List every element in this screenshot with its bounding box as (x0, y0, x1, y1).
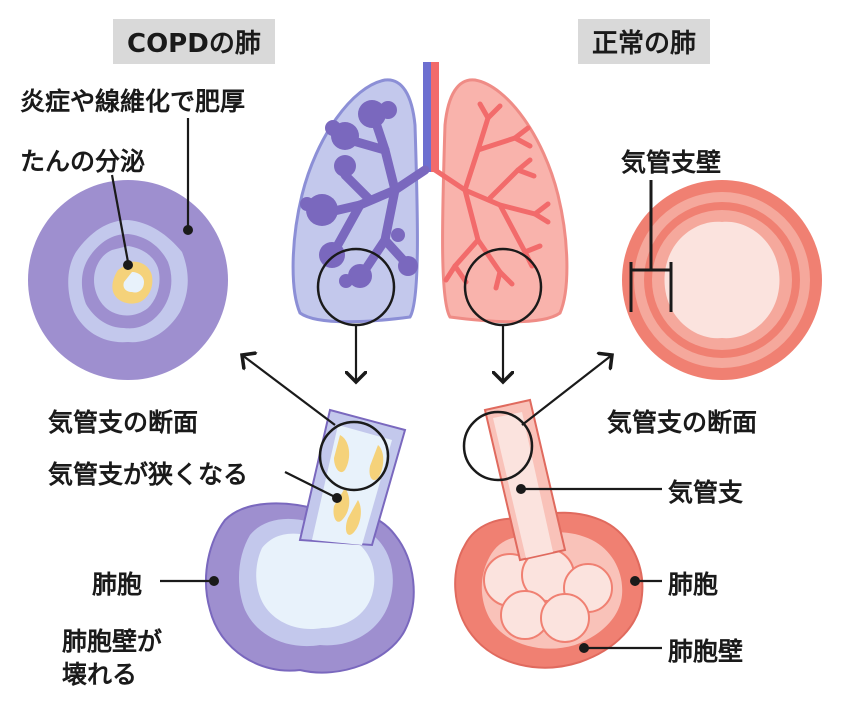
leader-lines (110, 118, 662, 653)
normal-lung (441, 78, 569, 324)
inflammation-label: 炎症や線維化で肥厚 (20, 87, 246, 116)
bronchus-label: 気管支 (668, 478, 744, 507)
normal-bronchus-cross-section (622, 180, 822, 380)
narrowing-label: 気管支が狭くなる (48, 460, 249, 489)
trachea-left-half (423, 62, 431, 172)
copd-bronchial-tree (325, 115, 430, 275)
connector-arrows (242, 325, 612, 426)
copd-lung-title: COPDの肺 (113, 19, 275, 64)
normal-alveoli-label: 肺胞 (668, 570, 719, 599)
bronchial-wall-label: 気管支壁 (621, 148, 722, 177)
normal-cross-section-label: 気管支の断面 (607, 408, 758, 437)
sputum-label: たんの分泌 (20, 147, 146, 176)
copd-alveoli-clusters (300, 100, 418, 288)
wall-broken-label-line1: 肺胞壁が (62, 627, 163, 656)
normal-bronchial-tree (432, 101, 551, 291)
copd-alveoli-illustration (204, 408, 415, 674)
normal-lung-title: 正常の肺 (578, 19, 711, 64)
copd-alveoli-label: 肺胞 (92, 570, 143, 599)
normal-alveoli-illustration (454, 398, 644, 669)
lungs-illustration (291, 62, 569, 327)
alveolar-wall-label: 肺胞壁 (668, 637, 744, 666)
trachea-right-half (431, 62, 439, 172)
copd-cross-section-label: 気管支の断面 (48, 408, 199, 437)
copd-bronchus-cross-section (28, 180, 228, 380)
wall-broken-label-line2: 壊れる (62, 660, 138, 689)
